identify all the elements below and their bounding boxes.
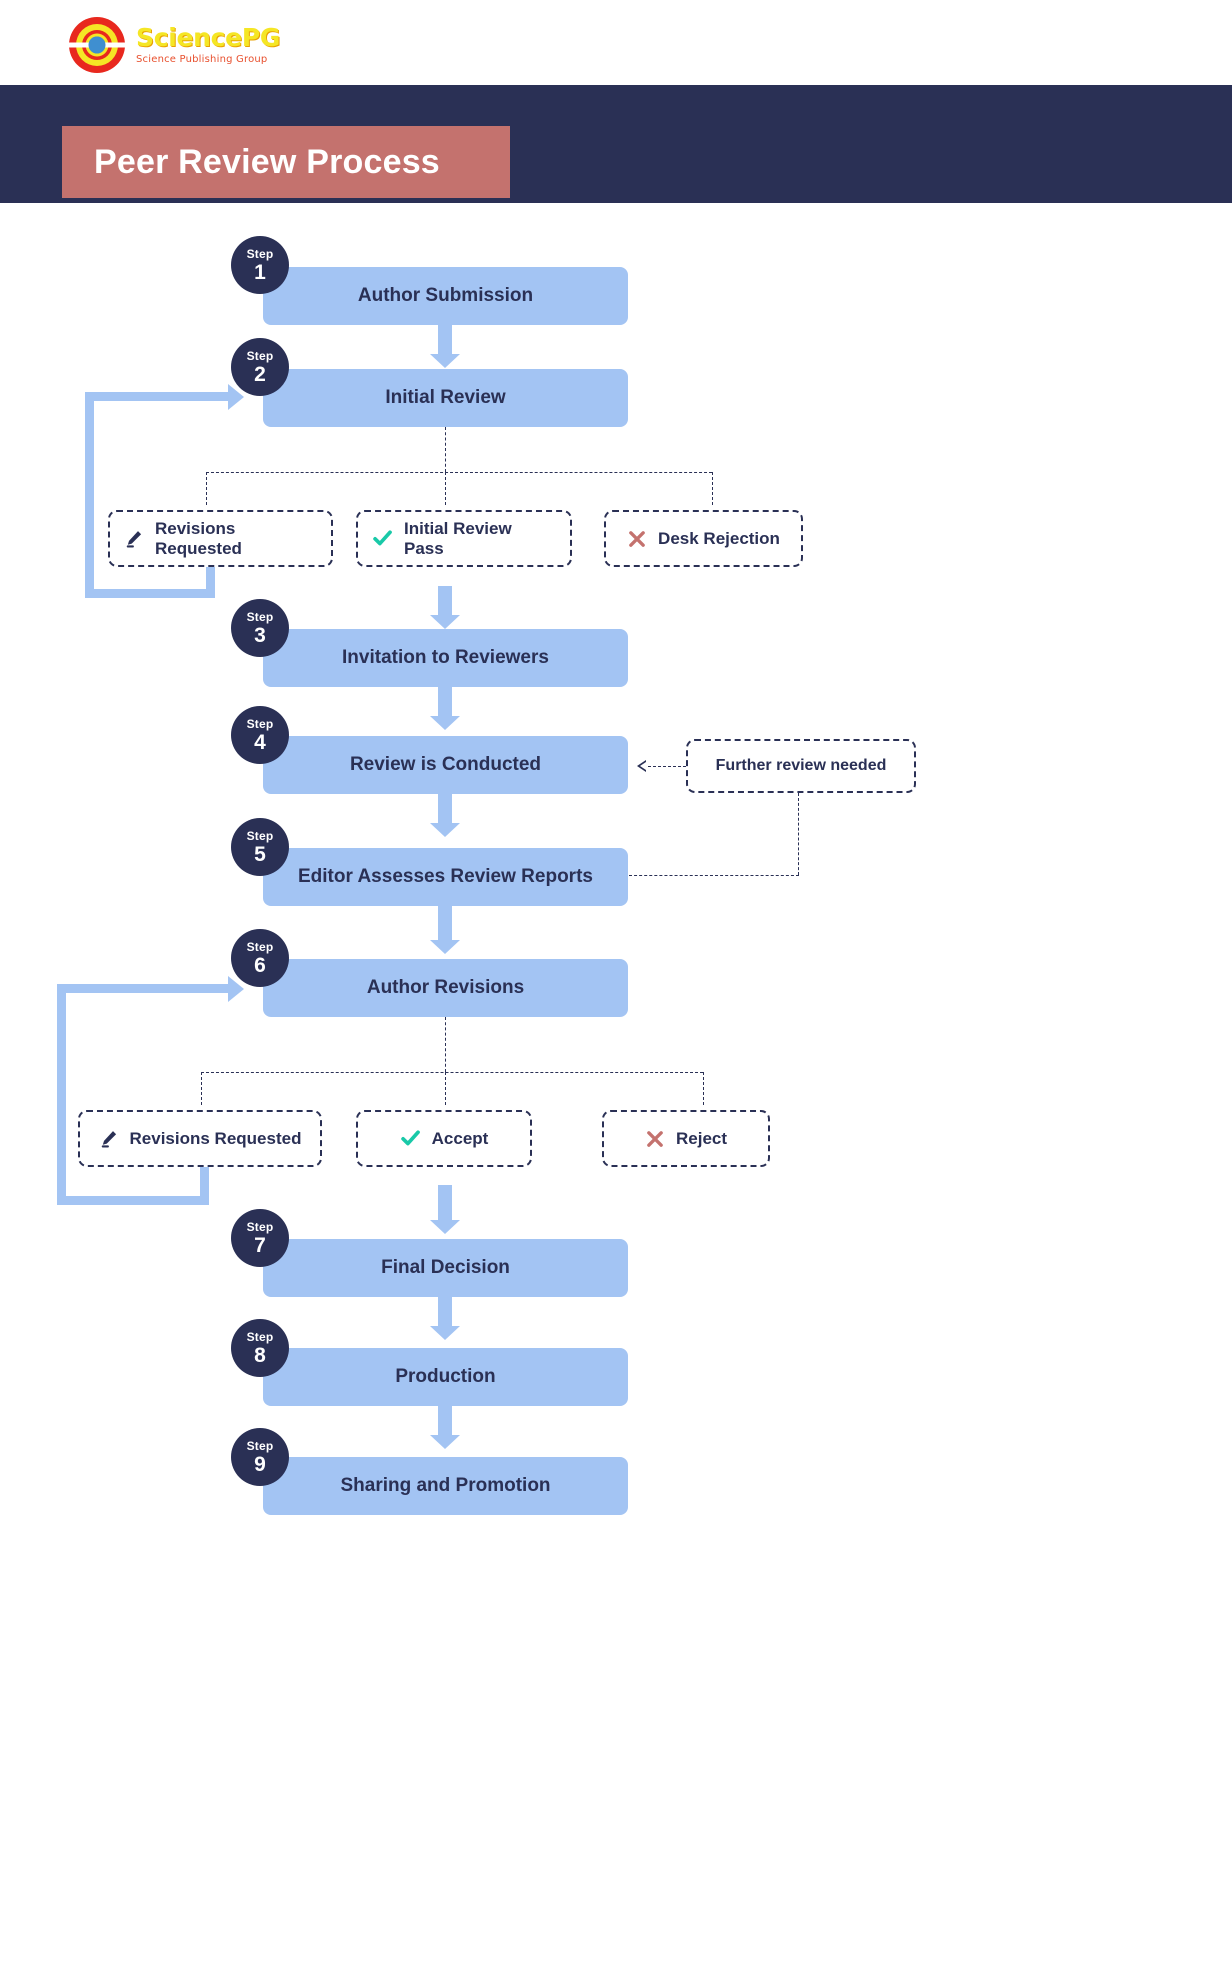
branch-box-reject[interactable]: Reject: [602, 1110, 770, 1167]
step-label: Invitation to Reviewers: [342, 647, 549, 668]
step-word: Step: [246, 246, 274, 261]
step-badge-7: Step 7: [231, 1209, 289, 1267]
step-badge-3: Step 3: [231, 599, 289, 657]
branch-label: Revisions Requested: [129, 1128, 302, 1148]
step-label: Editor Assesses Review Reports: [298, 866, 593, 887]
dashed-step5-to-note-h: [629, 875, 799, 876]
brand-text: SciencePG Science Publishing Group: [136, 25, 280, 65]
branch-label: Desk Rejection: [658, 528, 780, 548]
arrow-3-to-4: [430, 687, 460, 730]
step-badge-1: Step 1: [231, 236, 289, 294]
arrow-accept-to-7: [430, 1185, 460, 1234]
step-label: Review is Conducted: [349, 754, 542, 775]
step-label: Final Decision: [381, 1257, 510, 1278]
branch-label: Accept: [431, 1128, 489, 1148]
brand-logo: SciencePG Science Publishing Group: [68, 16, 280, 74]
branch-label: Reject: [675, 1128, 728, 1148]
step-number: 7: [254, 1233, 266, 1257]
dashed-drop-desk: [712, 472, 713, 505]
pencil-icon: [124, 529, 144, 549]
dashed-stem-branch1: [445, 427, 446, 472]
page-title: Peer Review Process: [94, 142, 440, 181]
step-box-sharing-and-promotion[interactable]: Sharing and Promotion: [263, 1457, 628, 1515]
note-label: Further review needed: [715, 757, 887, 774]
step-number: 4: [254, 730, 266, 754]
arrow-7-to-8: [430, 1297, 460, 1340]
step-badge-5: Step 5: [231, 818, 289, 876]
arrow-4-to-5: [430, 794, 460, 837]
sciencepg-target-logo-icon: [68, 16, 126, 74]
step-word: Step: [246, 609, 274, 624]
step-box-author-submission[interactable]: Author Submission: [263, 267, 628, 325]
step-number: 1: [254, 260, 266, 284]
dashed-drop-reject: [703, 1072, 704, 1105]
step-number: 3: [254, 623, 266, 647]
step-badge-6: Step 6: [231, 929, 289, 987]
branch-box-desk-rejection[interactable]: Desk Rejection: [604, 510, 803, 567]
dashed-drop-revisions2: [201, 1072, 202, 1105]
step-label: Sharing and Promotion: [340, 1475, 551, 1496]
step-number: 6: [254, 953, 266, 977]
dashed-step5-to-note-v: [798, 793, 799, 875]
step-word: Step: [246, 1438, 274, 1453]
dashed-rail-branch1: [206, 472, 712, 473]
step-label: Initial Review: [385, 387, 506, 408]
step-number: 2: [254, 362, 266, 386]
brand-tagline: Science Publishing Group: [136, 54, 268, 65]
dashed-stem-branch2: [445, 1017, 446, 1072]
step-badge-2: Step 2: [231, 338, 289, 396]
arrow-pass-to-3: [430, 586, 460, 629]
branch-label: Revisions Requested: [155, 518, 242, 558]
step-word: Step: [246, 939, 274, 954]
check-icon: [372, 528, 393, 549]
step-word: Step: [246, 348, 274, 363]
arrow-5-to-6: [430, 906, 460, 954]
step-box-review-is-conducted[interactable]: Review is Conducted: [263, 736, 628, 794]
step-number: 5: [254, 842, 266, 866]
branch-box-initial-review-pass[interactable]: Initial Review Pass: [356, 510, 572, 567]
step-box-initial-review[interactable]: Initial Review: [263, 369, 628, 427]
step-badge-4: Step 4: [231, 706, 289, 764]
step-box-production[interactable]: Production: [263, 1348, 628, 1406]
branch-label: Initial Review Pass: [404, 518, 512, 558]
dashed-drop-revisions1: [206, 472, 207, 505]
step-number: 9: [254, 1452, 266, 1476]
brand-name: SciencePG: [136, 23, 281, 52]
step-box-editor-assesses-review-reports[interactable]: Editor Assesses Review Reports: [263, 848, 628, 906]
arrow-8-to-9: [430, 1406, 460, 1449]
dashed-drop-accept: [445, 1072, 446, 1105]
step-label: Author Submission: [357, 285, 534, 306]
step-word: Step: [246, 716, 274, 731]
branch-box-accept[interactable]: Accept: [356, 1110, 532, 1167]
dashed-rail-branch2: [201, 1072, 703, 1073]
arrow-1-to-2: [430, 325, 460, 368]
step-word: Step: [246, 828, 274, 843]
pencil-icon: [99, 1129, 119, 1149]
step-label: Author Revisions: [366, 977, 525, 998]
dashed-note-to-step4: [648, 766, 686, 767]
cross-icon: [627, 529, 647, 549]
note-box-further-review-needed[interactable]: Further review needed: [686, 739, 916, 793]
step-box-author-revisions[interactable]: Author Revisions: [263, 959, 628, 1017]
step-badge-8: Step 8: [231, 1319, 289, 1377]
step-word: Step: [246, 1329, 274, 1344]
dashed-drop-pass1: [445, 472, 446, 505]
step-badge-9: Step 9: [231, 1428, 289, 1486]
step-label: Production: [395, 1366, 496, 1387]
step-number: 8: [254, 1343, 266, 1367]
cross-icon: [645, 1129, 665, 1149]
step-box-invitation-to-reviewers[interactable]: Invitation to Reviewers: [263, 629, 628, 687]
branch-box-revisions-requested-1[interactable]: Revisions Requested: [108, 510, 333, 567]
step-box-final-decision[interactable]: Final Decision: [263, 1239, 628, 1297]
check-icon: [400, 1128, 421, 1149]
branch-box-revisions-requested-2[interactable]: Revisions Requested: [78, 1110, 322, 1167]
title-plate: Peer Review Process: [62, 126, 510, 198]
step-word: Step: [246, 1219, 274, 1234]
